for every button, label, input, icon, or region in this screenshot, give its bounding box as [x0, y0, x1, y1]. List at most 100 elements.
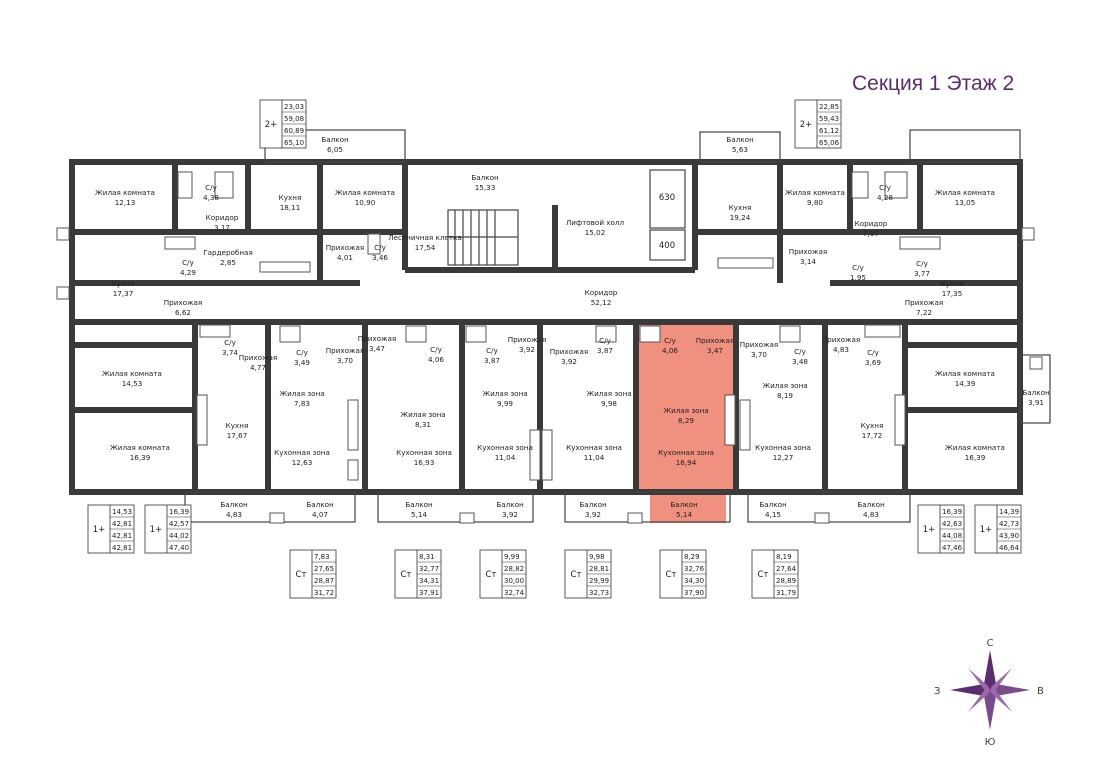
room-area: 8,31 [415, 420, 431, 429]
room-area: 5,14 [411, 510, 427, 519]
room-name: Кухонная зона [658, 448, 714, 457]
apartment-area-value: 8,31 [419, 553, 435, 561]
room-name: С/у [224, 338, 236, 347]
room-area: 18,11 [280, 203, 301, 212]
room-area: 4,83 [226, 510, 242, 519]
room-name: Жилая комната [335, 188, 395, 197]
room-name: Балкон [496, 500, 524, 509]
apartment-area-value: 9,98 [589, 553, 605, 561]
apartment-area-value: 16,39 [169, 508, 189, 516]
room-name: Жилая зона [762, 381, 807, 390]
apartment-area-value: 31,79 [776, 589, 796, 597]
apartment-type: Ст [296, 570, 307, 580]
selected-apartment-balcony-highlight [650, 495, 726, 523]
room-area: 5,63 [732, 145, 748, 154]
selected-apartment-highlight[interactable] [636, 324, 736, 490]
room-name: Балкон [726, 135, 754, 144]
room-area: 3,49 [294, 358, 310, 367]
room-area: 3,70 [337, 356, 353, 365]
room-name: Прихожая [789, 247, 828, 256]
room-name: Жилая комната [102, 369, 162, 378]
room-name: Прихожая [508, 335, 547, 344]
room-name: Коридор [855, 219, 888, 228]
room-area: 12,13 [115, 198, 136, 207]
room-area: 17,35 [942, 289, 963, 298]
room-area: 3,92 [561, 357, 577, 366]
room-area: 3,14 [800, 257, 816, 266]
apartment-area-value: 44,02 [169, 532, 189, 540]
apartment-area-value: 42,63 [942, 520, 962, 528]
compass-east: В [1037, 686, 1044, 697]
room-area: 13,05 [955, 198, 976, 207]
room-area: 17,54 [415, 243, 436, 252]
apartment-area-value: 59,08 [284, 115, 304, 123]
room-name: С/у [852, 263, 864, 272]
apartment-area-value: 27,64 [776, 565, 797, 573]
room-name: С/у [599, 336, 611, 345]
room-area: 1,95 [850, 273, 866, 282]
compass-south: Ю [985, 737, 996, 748]
room-area: 19,24 [730, 213, 751, 222]
room-area: 3,48 [792, 357, 808, 366]
room-name: С/у [664, 336, 676, 345]
room-area: 3,87 [484, 356, 500, 365]
room-area: 6,05 [327, 145, 343, 154]
room-name: Прихожая [326, 346, 365, 355]
apartment-area-value: 37,91 [419, 589, 439, 597]
apartment-area-value: 28,87 [314, 577, 334, 585]
room-area: 3,70 [751, 350, 767, 359]
room-area: 9,99 [497, 399, 513, 408]
room-name: Прихожая [164, 298, 203, 307]
room-name: Кухня [279, 193, 302, 202]
room-name: С/у [867, 348, 879, 357]
apartment-area-value: 22,85 [819, 103, 839, 111]
room-name: Балкон [471, 173, 499, 182]
compass-rose: С Ю В З [934, 638, 1044, 748]
apartment-area-value: 28,81 [589, 565, 609, 573]
room-area: 4,07 [312, 510, 328, 519]
room-area: 17,72 [862, 431, 883, 440]
apartment-area-value: 47,40 [169, 544, 189, 552]
room-name: Балкон [857, 500, 885, 509]
room-area: 9,98 [601, 399, 617, 408]
apartment-area-value: 42,73 [999, 520, 1019, 528]
room-name: Кухонная зона [274, 448, 330, 457]
room-area: 3,47 [707, 346, 723, 355]
room-name: Жилая комната [785, 188, 845, 197]
room-name: Коридор [585, 288, 618, 297]
apartment-type: Ст [401, 570, 412, 580]
room-area: 17,67 [227, 431, 248, 440]
room-area: 8,19 [777, 391, 793, 400]
room-name: Жилая зона [482, 389, 527, 398]
room-area: 10,90 [355, 198, 376, 207]
room-area: 11,04 [584, 453, 605, 462]
apartment-area-value: 30,00 [504, 577, 524, 585]
room-name: С/у [879, 183, 891, 192]
room-area: 16,93 [414, 458, 435, 467]
elevator-630-label: 630 [659, 193, 675, 203]
room-area: 4,77 [250, 363, 266, 372]
room-name: Кухня [941, 279, 964, 288]
room-name: Жилая комната [945, 443, 1005, 452]
room-name: Балкон [306, 500, 334, 509]
room-name: Жилая комната [935, 188, 995, 197]
apartment-area-value: 34,30 [684, 577, 704, 585]
section-floor-title: Секция 1 Этаж 2 [852, 72, 1015, 95]
room-name: Лестничная клетка [388, 233, 462, 242]
room-area: 8,29 [678, 416, 694, 425]
apartment-type: 1+ [93, 525, 106, 535]
apartment-type: Ст [486, 570, 497, 580]
room-area: 16,39 [965, 453, 986, 462]
